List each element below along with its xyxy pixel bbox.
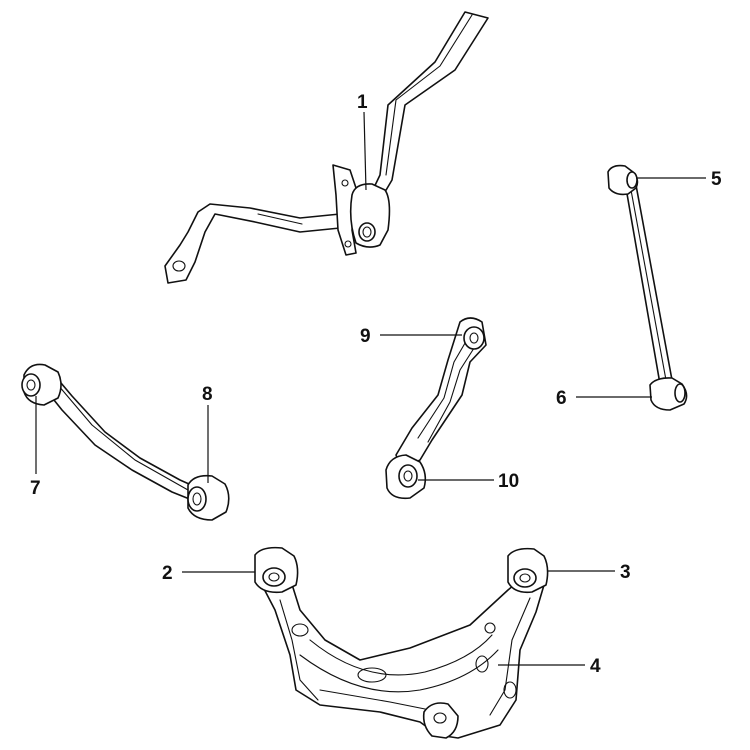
curved-control-arm (41, 369, 199, 501)
callout-labels: 1 2 3 4 5 6 7 8 9 10 (30, 92, 722, 677)
trailing-link-lower-bushing (385, 454, 427, 500)
lateral-link (625, 184, 673, 385)
callout-2: 2 (162, 563, 173, 584)
curved-arm-front-bushing (21, 363, 62, 406)
callout-8: 8 (202, 384, 213, 405)
stabilizer-bushing (349, 183, 391, 248)
curved-arm-rear-bushing (187, 474, 230, 521)
callout-1: 1 (357, 92, 368, 113)
lower-arm-front-bushing (254, 546, 299, 594)
ball-joint (422, 702, 459, 739)
lateral-link-lower-bushing (649, 377, 688, 411)
callout-6: 6 (556, 388, 567, 409)
callout-9: 9 (360, 326, 371, 347)
stabilizer-bushing-bracket (332, 164, 357, 256)
lateral-link-upper-bushing (607, 164, 639, 196)
stabilizer-bar (164, 11, 489, 284)
lower-control-arm (261, 577, 545, 739)
callout-7: 7 (30, 478, 41, 499)
leader-1 (363, 111, 367, 191)
callout-4: 4 (590, 656, 601, 677)
lower-arm-rear-bushing (507, 547, 549, 594)
callout-3: 3 (620, 562, 631, 583)
callout-10: 10 (498, 471, 519, 492)
leader-lines (35, 111, 706, 666)
callout-5: 5 (711, 169, 722, 190)
trailing-link-upper-bushing (463, 326, 485, 350)
